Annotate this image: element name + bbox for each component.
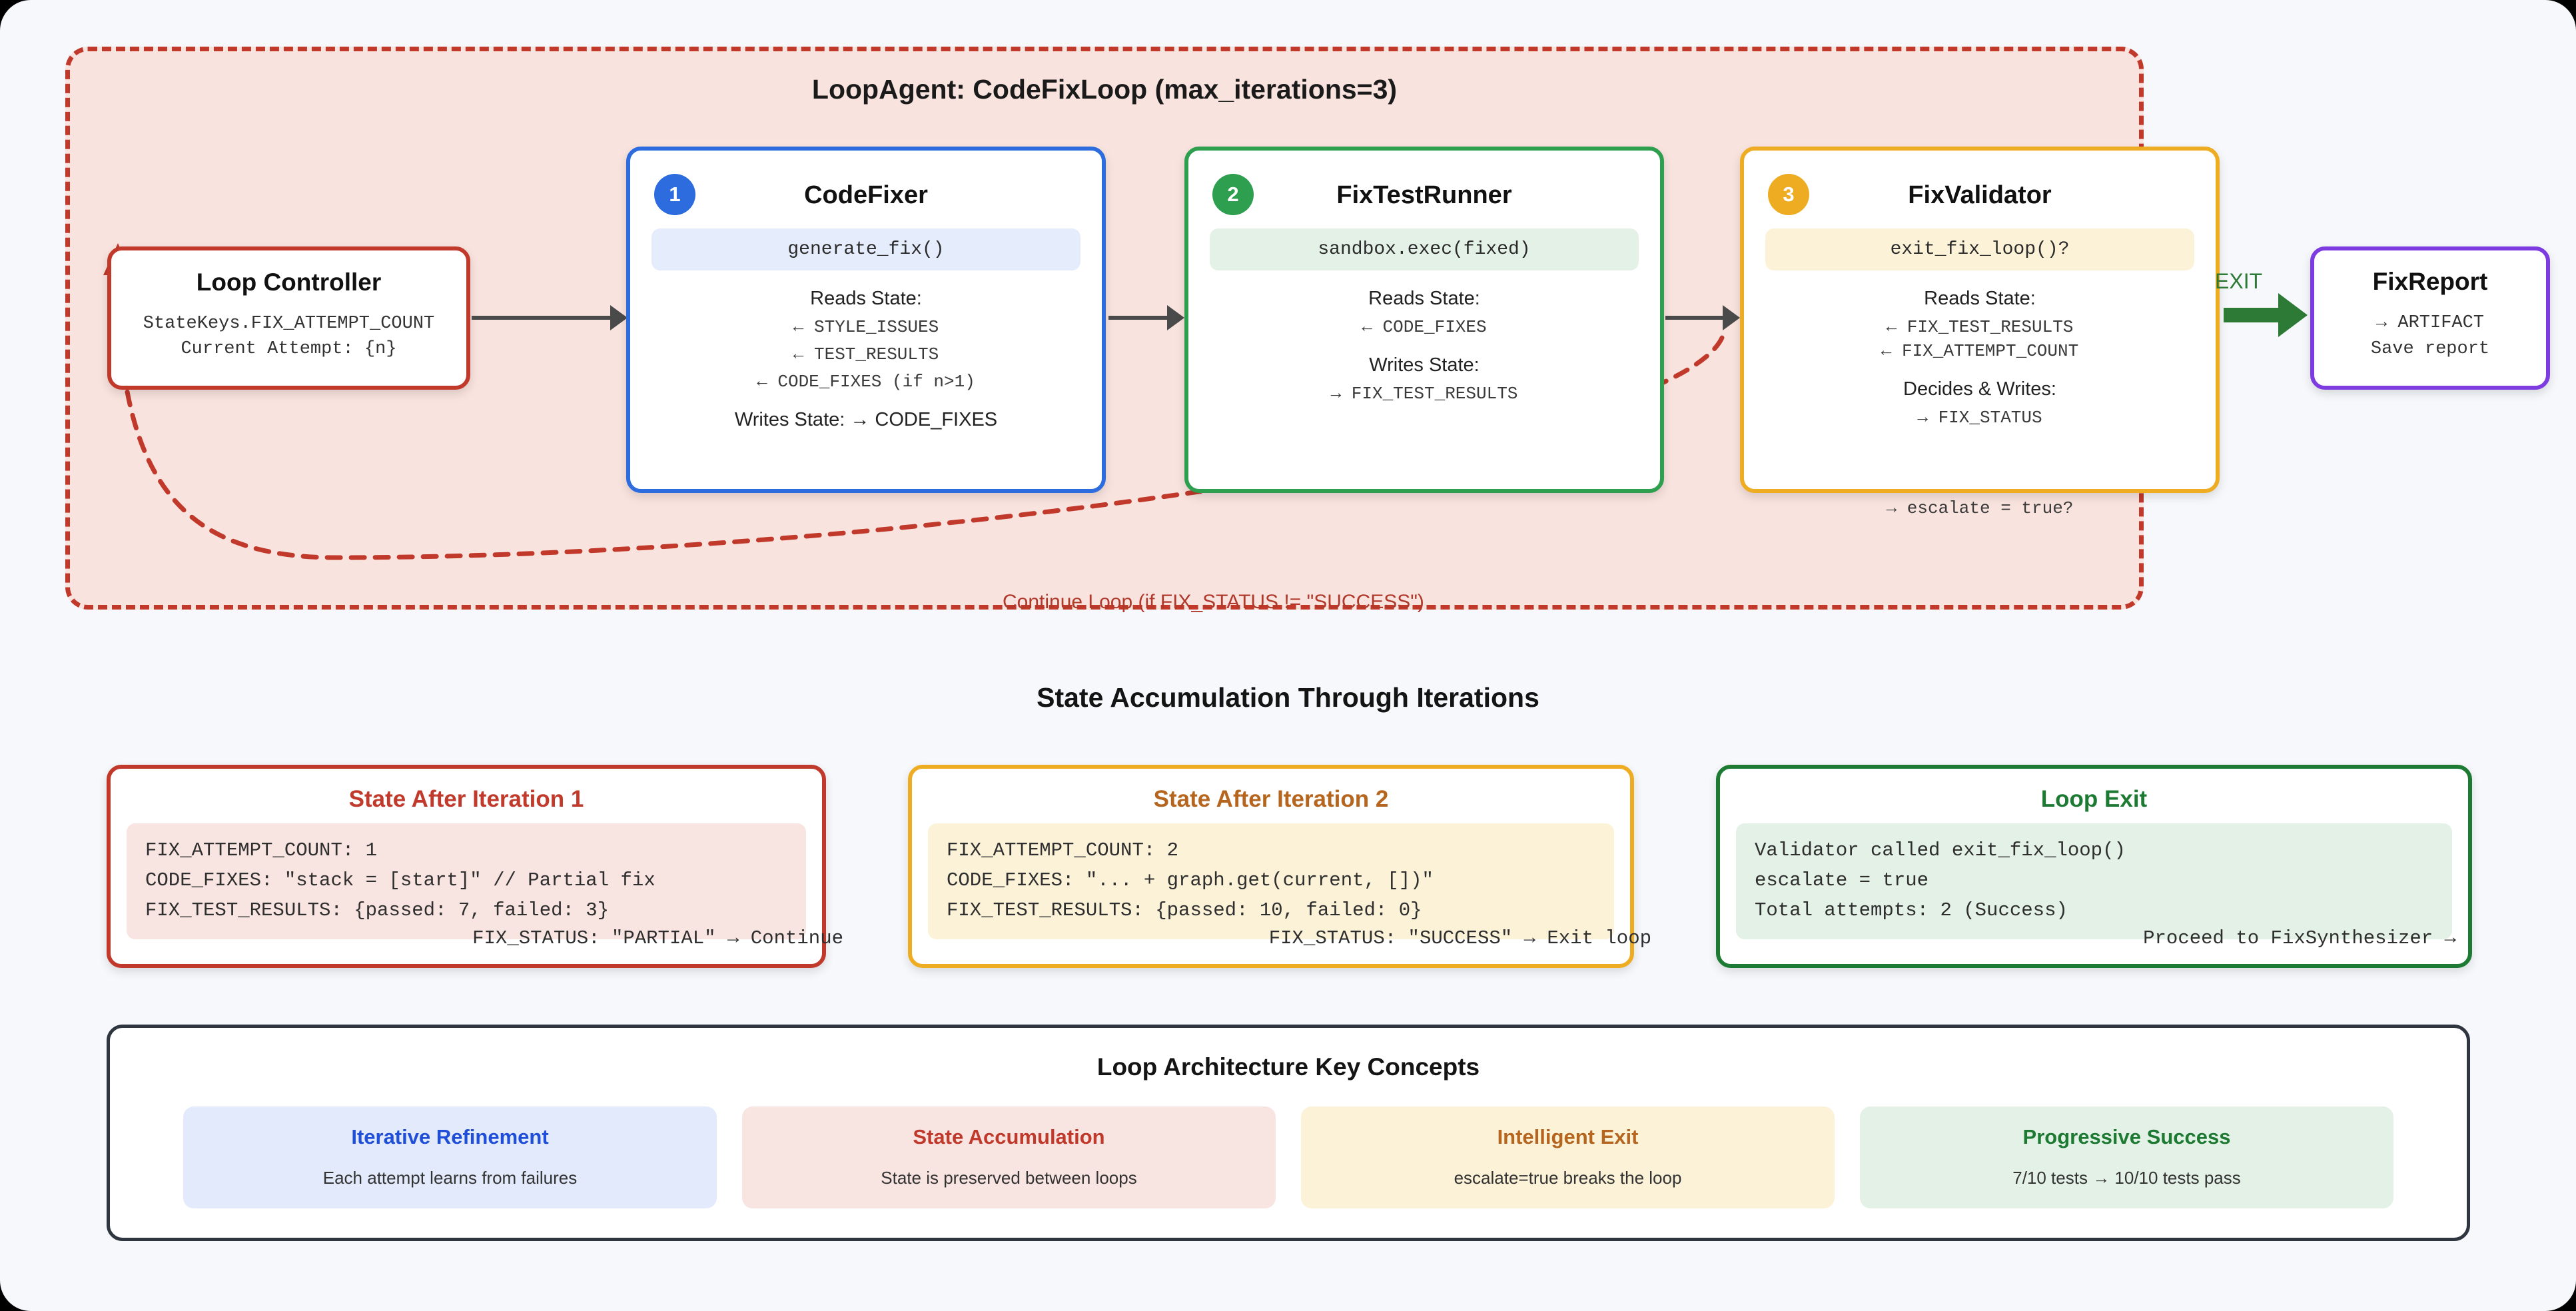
exit-arrow-head-icon (2278, 293, 2308, 337)
agent-code-codefixer: generate_fix() (651, 228, 1080, 270)
state-accumulation-heading: State Accumulation Through Iterations (1037, 682, 1539, 713)
state-card-line: FIX_ATTEMPT_COUNT: 2 (947, 839, 1179, 861)
state-card-line: FIX_ATTEMPT_COUNT: 1 (145, 839, 378, 861)
agent-node-codefixer[interactable]: 1 CodeFixer generate_fix() Reads State: … (626, 147, 1106, 493)
reads-state-label-1: Reads State: (810, 288, 922, 309)
loop-agent-title: LoopAgent: CodeFixLoop (max_iterations=3… (811, 74, 1398, 105)
agent-node-fixvalidator[interactable]: 3 FixValidator exit_fix_loop()? Reads St… (1740, 147, 2220, 518)
state-card-line: FIX_TEST_RESULTS: {passed: 10, failed: 0… (947, 899, 1422, 922)
decides-writes-label-3: Decides & Writes: (1903, 378, 2056, 400)
reads-state-label-2: Reads State: (1368, 288, 1480, 309)
state-card-line: CODE_FIXES: "... + graph.get(current, []… (947, 869, 1434, 892)
agent-node-fixtestrunner[interactable]: 2 FixTestRunner sandbox.exec(fixed) Read… (1184, 147, 1664, 493)
state-card-title: State After Iteration 2 (1153, 786, 1389, 812)
key-concept-title: Iterative Refinement (351, 1125, 549, 1148)
writes-state-label-2: Writes State: (1369, 354, 1480, 376)
agent-badge-1: 1 (654, 174, 695, 215)
key-concept-card-state-accumulation[interactable]: State Accumulation State is preserved be… (742, 1106, 1276, 1208)
agent-badge-2: 2 (1212, 174, 1254, 215)
state-card-iteration-2[interactable]: State After Iteration 2 FIX_ATTEMPT_COUN… (908, 765, 1651, 968)
state-card-line: CODE_FIXES: "stack = [start]" // Partial… (145, 869, 655, 892)
reads-state-item: ← FIX_ATTEMPT_COUNT (1881, 341, 2079, 361)
fix-report-title: FixReport (2372, 268, 2488, 295)
continue-loop-label: Continue Loop (if FIX_STATUS != "SUCCESS… (1003, 591, 1424, 613)
agent-title-codefixer: CodeFixer (804, 181, 928, 209)
state-card-footer: Proceed to FixSynthesizer → (2143, 927, 2456, 949)
exit-arrow-line (2224, 308, 2280, 322)
loop-controller-node[interactable]: Loop Controller StateKeys.FIX_ATTEMPT_CO… (107, 246, 470, 390)
state-card-body: FIX_ATTEMPT_COUNT: 2 CODE_FIXES: "... + … (928, 823, 1614, 939)
writes-state-inline-1: Writes State: → CODE_FIXES (734, 409, 998, 430)
state-card-line: escalate = true (1755, 869, 1929, 892)
reads-state-label-3: Reads State: (1924, 288, 2036, 309)
key-concept-desc: State is preserved between loops (881, 1168, 1137, 1188)
fix-report-node[interactable]: FixReport → ARTIFACT Save report (2310, 246, 2550, 390)
reads-state-item: ← CODE_FIXES (if n>1) (757, 372, 975, 392)
loop-controller-attempt: Current Attempt: {n} (181, 339, 397, 360)
key-concept-title: Progressive Success (2022, 1125, 2231, 1148)
key-concepts-row: Iterative Refinement Each attempt learns… (110, 1106, 2467, 1208)
escalate-overflow-line: → escalate = true? (1886, 498, 2074, 518)
state-card-line: FIX_TEST_RESULTS: {passed: 7, failed: 3} (145, 899, 610, 922)
key-concept-title: Intelligent Exit (1497, 1125, 1639, 1148)
reads-state-item: ← TEST_RESULTS (793, 344, 939, 364)
agent-badge-3: 3 (1768, 174, 1809, 215)
writes-state-item: → FIX_STATUS (1917, 408, 2042, 428)
key-concept-card-progressive-success[interactable]: Progressive Success 7/10 tests → 10/10 t… (1860, 1106, 2393, 1208)
reads-state-item: ← CODE_FIXES (1362, 317, 1487, 337)
arrow-controller-to-codefixer (472, 316, 612, 320)
key-concepts-panel: Loop Architecture Key Concepts Iterative… (107, 1025, 2470, 1241)
key-concept-desc: 7/10 tests → 10/10 tests pass (2012, 1168, 2241, 1188)
agent-title-fixtestrunner: FixTestRunner (1336, 181, 1512, 209)
state-card-footer: FIX_STATUS: "PARTIAL" → Continue (472, 927, 843, 949)
key-concept-desc: escalate=true breaks the loop (1454, 1168, 1682, 1188)
writes-state-item: → FIX_TEST_RESULTS (1330, 384, 1518, 404)
loop-controller-statekey: StateKeys.FIX_ATTEMPT_COUNT (143, 314, 435, 334)
state-card-line: Validator called exit_fix_loop() (1755, 839, 2126, 861)
reads-state-item: ← FIX_TEST_RESULTS (1886, 317, 2074, 337)
arrow-head-2-icon (1167, 305, 1184, 330)
fix-report-artifact: → ARTIFACT (2375, 313, 2485, 333)
state-card-body: FIX_ATTEMPT_COUNT: 1 CODE_FIXES: "stack … (127, 823, 806, 939)
state-card-title: State After Iteration 1 (348, 786, 584, 812)
key-concepts-title: Loop Architecture Key Concepts (1096, 1053, 1480, 1081)
state-card-footer: FIX_STATUS: "SUCCESS" → Exit loop (1268, 927, 1651, 949)
arrow-head-3-icon (1723, 305, 1740, 330)
arrow-head-1-icon (610, 305, 628, 330)
fix-report-save: Save report (2370, 339, 2490, 360)
agent-code-fixtestrunner: sandbox.exec(fixed) (1210, 228, 1639, 270)
key-concept-card-iterative-refinement[interactable]: Iterative Refinement Each attempt learns… (183, 1106, 717, 1208)
agent-title-fixvalidator: FixValidator (1908, 181, 2052, 209)
key-concept-desc: Each attempt learns from failures (322, 1168, 578, 1188)
state-card-iteration-1[interactable]: State After Iteration 1 FIX_ATTEMPT_COUN… (107, 765, 843, 968)
key-concept-card-intelligent-exit[interactable]: Intelligent Exit escalate=true breaks th… (1301, 1106, 1835, 1208)
arrow-codefixer-to-testrunner (1108, 316, 1168, 320)
agent-code-fixvalidator: exit_fix_loop()? (1765, 228, 2194, 270)
state-card-line: Total attempts: 2 (Success) (1755, 899, 2068, 922)
arrow-testrunner-to-validator (1665, 316, 1724, 320)
key-concept-title: State Accumulation (913, 1125, 1105, 1148)
state-card-loop-exit[interactable]: Loop Exit Validator called exit_fix_loop… (1716, 765, 2472, 968)
state-card-title: Loop Exit (2040, 786, 2148, 812)
state-card-body: Validator called exit_fix_loop() escalat… (1736, 823, 2452, 939)
loop-controller-title: Loop Controller (196, 268, 382, 296)
reads-state-item: ← STYLE_ISSUES (793, 317, 939, 337)
exit-label: EXIT (2215, 269, 2263, 293)
